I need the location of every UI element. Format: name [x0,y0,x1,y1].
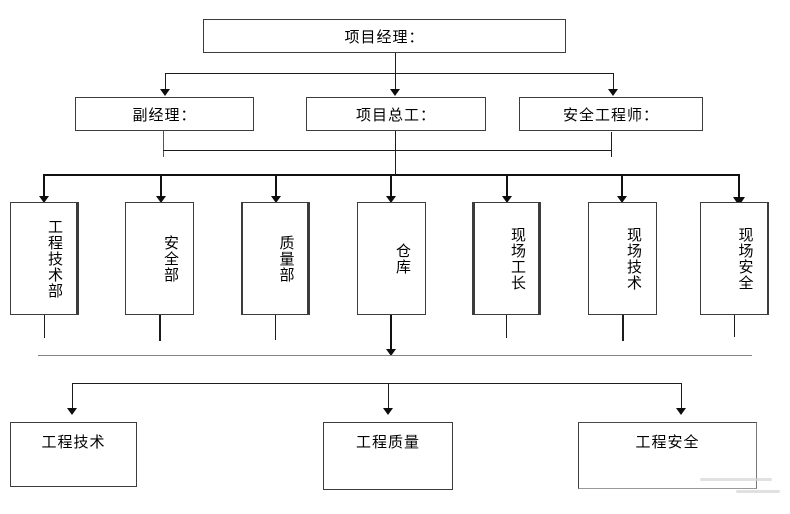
group-box-engineering-safety: 工程安全 [578,422,757,489]
connector-l1-crossbar [165,73,614,74]
group-box-engineering-quality: 工程质量 [323,422,453,490]
stub-dept-6 [622,315,624,341]
drop-dept-4 [390,174,392,196]
connector-l2-stem [395,131,396,174]
arrow-dept-5 [502,196,512,203]
dept-label-warehouse: 仓库 [394,242,412,275]
deputy-manager-box: 副经理： [75,97,254,131]
drop-dept-7 [738,174,740,198]
connector-l1-drop-left [165,73,166,89]
connector-groups-crossbar [72,383,682,384]
dept-box-site-safety: 现场安全 [700,202,769,315]
arrow-dept-4 [386,196,396,203]
dept-box-engineering-tech: 工程技术部 [10,202,79,315]
stub-dept-1 [44,315,45,338]
stub-dept-5 [506,315,507,338]
dept-box-site-foreman: 现场工长 [472,202,541,315]
arrow-group-3 [676,408,686,415]
drop-dept-3 [275,174,277,196]
connector-l1-stem [395,53,396,89]
stub-dept-4 [390,315,392,349]
deputy-manager-label: 副经理： [132,105,197,124]
safety-engineer-box: 安全工程师： [519,97,703,131]
stub-dept-2 [159,315,161,341]
arrow-dept-2 [156,196,166,203]
safety-engineer-label: 安全工程师： [562,105,659,124]
arrow-group-2 [383,408,393,415]
drop-group-2 [388,383,389,408]
arrow-group-1 [67,408,77,415]
stub-dept-3 [275,315,276,340]
arrow-to-safety-engineer [608,89,618,96]
connector-trunk [44,174,740,176]
group-label-engineering-tech: 工程技术 [41,433,106,451]
arrow-to-deputy-manager [160,89,170,96]
project-manager-box: 项目经理： [203,19,566,53]
dept-label-site-tech: 现场技术 [625,226,643,291]
divider-line [38,355,752,356]
dept-box-quality: 质量部 [241,202,310,315]
chief-engineer-label: 项目总工： [355,105,436,124]
dept-label-site-foreman: 现场工长 [509,226,527,291]
drop-dept-5 [506,174,508,196]
arrow-dept-7 [733,197,745,206]
watermark-remnant [700,478,772,481]
arrow-warehouse-to-divider [386,349,396,356]
drop-dept-6 [621,174,623,196]
drop-dept-2 [160,174,162,196]
arrow-dept-1 [39,196,49,203]
dept-label-quality: 质量部 [277,234,296,283]
connector-l1-drop-right [613,73,614,89]
dept-label-safety: 安全部 [162,234,180,283]
group-label-engineering-safety: 工程安全 [635,433,700,451]
dept-box-safety: 安全部 [125,202,194,315]
group-box-engineering-tech: 工程技术 [10,422,137,487]
dept-box-warehouse: 仓库 [357,202,426,315]
group-label-engineering-quality: 工程质量 [355,433,420,451]
connector-safety-stub [611,132,612,157]
stub-dept-7 [734,315,735,337]
connector-l2-crossbar [163,150,612,151]
drop-dept-1 [43,174,45,196]
drop-group-3 [681,383,682,408]
connector-deputy-stub [163,131,164,157]
dept-box-site-tech: 现场技术 [588,202,657,315]
chief-engineer-box: 项目总工： [306,97,486,131]
arrow-dept-3 [271,196,281,203]
dept-label-site-safety: 现场安全 [736,226,755,291]
project-manager-label: 项目经理： [344,27,425,46]
arrow-to-chief-engineer [390,89,400,96]
drop-group-1 [72,383,73,408]
arrow-dept-6 [617,196,627,203]
watermark-remnant [736,490,780,493]
dept-label-engineering-tech: 工程技术部 [46,218,64,299]
